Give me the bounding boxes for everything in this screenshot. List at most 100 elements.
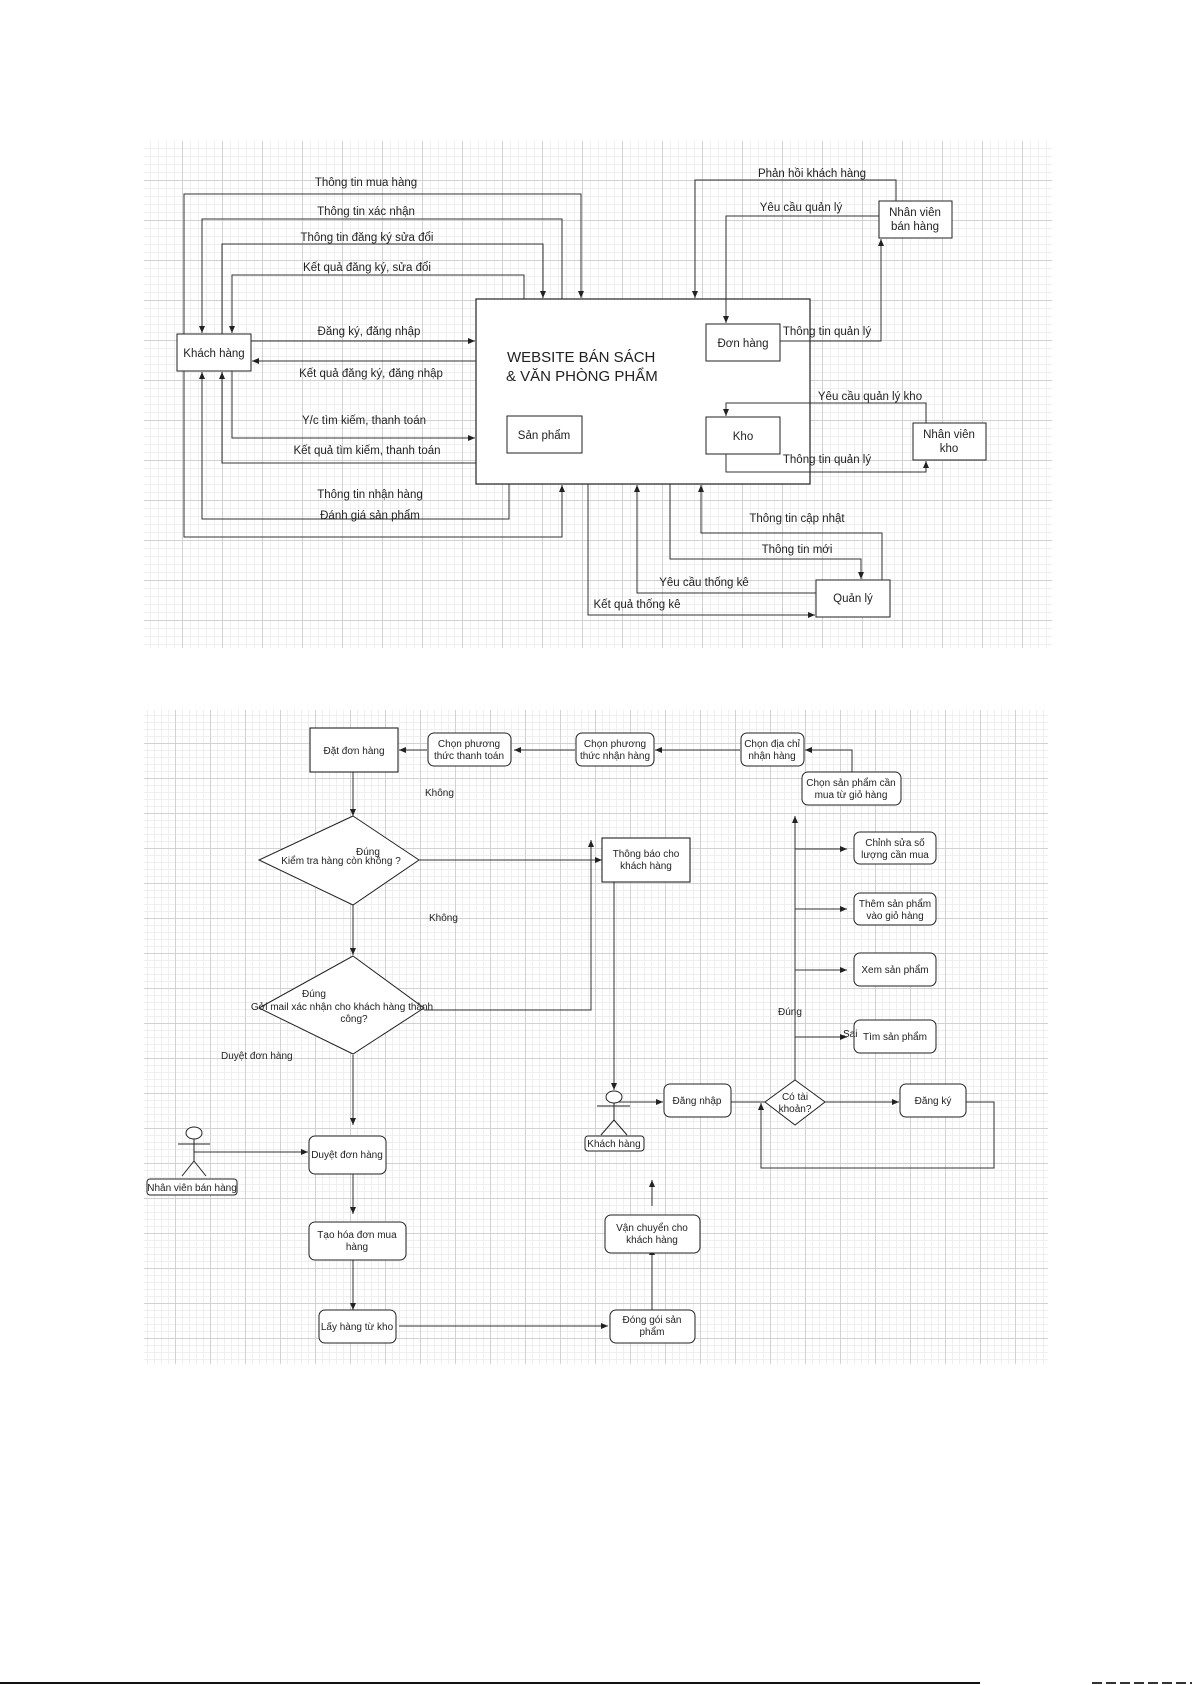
flow-label-statistics-request: Yêu cầu thống kê	[659, 577, 749, 589]
flow-label-delivery-info: Thông tin nhận hàng	[317, 489, 423, 501]
external-sales-staff-line1: Nhân viên	[889, 207, 941, 219]
edge-label-mail-no: Không	[429, 913, 458, 924]
node-add-to-cart-line2: vào giỏ hàng	[866, 910, 923, 922]
node-choose-cart-products-line1: Chọn sản phẩm cần	[806, 777, 896, 789]
node-choose-delivery-line2: thức nhận hàng	[580, 751, 650, 762]
flow-label-new-info: Thông tin mới	[762, 544, 833, 556]
external-sales-staff-line2: bán hàng	[891, 221, 939, 233]
actor-sales-staff-head-icon	[185, 1126, 203, 1140]
flow-search-payment-request	[231, 371, 475, 441]
decision-send-mail-line1: Gởi mail xác nhận cho khách hàng thành	[251, 1001, 433, 1013]
flow-new-info	[669, 484, 864, 579]
edge-cart-to-address	[805, 747, 853, 775]
node-edit-quantity-line1: Chỉnh sửa số	[865, 837, 925, 849]
external-warehouse-staff-line2: kho	[940, 443, 959, 455]
node-approve-order-label: Duyệt đơn hàng	[311, 1150, 383, 1161]
node-get-from-warehouse-label: Lấy hàng từ kho	[321, 1321, 394, 1333]
actor-customer-head-icon	[605, 1090, 623, 1104]
node-create-invoice: Tạo hóa đơn mua hàng	[308, 1221, 407, 1261]
node-choose-delivery: Chọn phương thức nhận hàng	[575, 732, 655, 767]
system-title-line2: & VĂN PHÒNG PHẨM	[506, 367, 658, 385]
node-package-products-line1: Đóng gói sản	[623, 1315, 682, 1326]
flow-management-info-warehouse	[725, 454, 929, 473]
entity-warehouse: Kho	[705, 416, 781, 455]
external-manager-label: Quản lý	[833, 593, 873, 605]
edge-mail-no	[424, 840, 594, 1011]
flow-search-payment-result	[219, 372, 476, 464]
node-search-product-label: Tìm sản phẩm	[863, 1031, 927, 1043]
node-login: Đăng nhập	[663, 1083, 732, 1118]
flow-customer-feedback	[692, 179, 897, 298]
flow-label-purchase-info: Thông tin mua hàng	[315, 177, 417, 189]
entity-orders-label: Đơn hàng	[717, 338, 768, 350]
flow-label-warehouse-management-request: Yêu cầu quản lý kho	[818, 391, 922, 403]
flow-label-management-info-sales: Thông tin quản lý	[783, 326, 871, 338]
flow-label-product-review: Đánh giá sản phẩm	[320, 510, 420, 522]
node-register-label: Đăng ký	[915, 1096, 952, 1107]
node-create-invoice-line2: hàng	[346, 1242, 368, 1253]
flow-label-statistics-result: Kết quả thống kê	[594, 599, 681, 611]
flow-label-register-login-result: Kết quả đăng ký, đăng nhập	[299, 368, 443, 380]
flow-label-update-info: Thông tin cập nhật	[749, 513, 845, 525]
flow-register-edit-result	[229, 274, 525, 333]
node-choose-delivery-line1: Chọn phương	[584, 739, 646, 750]
edge-label-account-yes: Đúng	[778, 1007, 802, 1018]
node-choose-address-line1: Chọn địa chỉ	[744, 738, 800, 750]
external-customer-label: Khách hàng	[183, 348, 244, 360]
edge-label-mail-yes: Đúng	[302, 989, 326, 1000]
node-choose-payment: Chọn phương thức thanh toán	[427, 732, 512, 767]
flow-label-register-edit-result: Kết quả đăng ký, sửa đổi	[303, 262, 431, 274]
node-view-product-label: Xem sản phẩm	[861, 964, 928, 976]
node-ship-to-customer-line2: khách hàng	[626, 1235, 678, 1246]
flow-label-register-edit-info: Thông tin đăng ký sửa đổi	[300, 232, 433, 244]
edge-register-loop	[758, 1101, 995, 1169]
node-login-label: Đăng nhập	[673, 1096, 722, 1107]
flow-delivery-info	[199, 372, 510, 520]
node-create-invoice-line1: Tạo hóa đơn mua	[317, 1230, 397, 1241]
actor-customer	[584, 1090, 645, 1152]
flow-label-search-payment-request: Y/c tìm kiếm, thanh toán	[302, 415, 426, 427]
node-edit-quantity: Chỉnh sửa số lượng cần mua	[853, 831, 937, 865]
node-choose-address-line2: nhận hàng	[748, 751, 795, 762]
external-manager: Quản lý	[815, 579, 891, 618]
system-title-line1: WEBSITE BÁN SÁCH	[507, 349, 655, 366]
flow-update-info	[698, 485, 883, 580]
decision-has-account-line1: Có tài	[782, 1092, 808, 1103]
flow-label-management-info-warehouse: Thông tin quản lý	[783, 454, 871, 466]
decision-send-mail: Gởi mail xác nhận cho khách hàng thành c…	[251, 955, 433, 1055]
node-choose-cart-products-line2: mua từ giỏ hàng	[815, 789, 888, 801]
edge-label-approve: Duyệt đơn hàng	[221, 1051, 293, 1062]
node-choose-payment-line1: Chọn phương	[438, 739, 500, 750]
flow-warehouse-management-request	[723, 402, 927, 423]
external-sales-staff: Nhân viên bán hàng	[878, 200, 953, 239]
edge-label-stock-no: Không	[425, 788, 454, 799]
flow-label-confirmation-info: Thông tin xác nhận	[317, 206, 415, 218]
flow-product-review	[183, 371, 565, 538]
node-notify-customer-line2: khách hàng	[620, 861, 672, 872]
flow-statistics-result	[587, 484, 815, 618]
flow-management-info-sales	[780, 239, 884, 342]
actor-sales-staff-label: Nhân viên bán hàng	[147, 1183, 237, 1194]
order-flowchart: Đặt đơn hàng Chọn phương thức thanh toán…	[144, 710, 1048, 1364]
actor-sales-staff	[146, 1126, 238, 1196]
entity-products: Sản phẩm	[506, 415, 583, 454]
node-ship-to-customer-line1: Vận chuyển cho	[616, 1222, 688, 1234]
external-warehouse-staff-line1: Nhân viên	[923, 429, 975, 441]
flow-label-search-payment-result: Kết quả tìm kiếm, thanh toán	[293, 445, 440, 457]
node-place-order-label: Đặt đơn hàng	[323, 746, 384, 757]
flow-label-management-request: Yêu cầu quản lý	[760, 202, 843, 214]
node-choose-address: Chọn địa chỉ nhận hàng	[740, 732, 805, 767]
decision-has-account-line2: khoản?	[779, 1104, 812, 1115]
actor-customer-label: Khách hàng	[587, 1139, 640, 1150]
node-add-to-cart: Thêm sản phẩm vào giỏ hàng	[853, 892, 937, 926]
node-package-products: Đóng gói sản phẩm	[609, 1309, 696, 1344]
flow-label-customer-feedback: Phản hồi khách hàng	[758, 168, 866, 180]
node-view-product: Xem sản phẩm	[853, 952, 937, 987]
node-package-products-line2: phẩm	[639, 1326, 664, 1338]
flow-purchase-info	[183, 193, 584, 334]
flow-label-register-login: Đăng ký, đăng nhập	[318, 326, 421, 338]
decision-check-stock-label: Kiểm tra hàng còn không ?	[281, 855, 401, 867]
context-diagram-canvas: WEBSITE BÁN SÁCH & VĂN PHÒNG PHẨM Sản ph…	[176, 168, 987, 618]
node-ship-to-customer: Vận chuyển cho khách hàng	[604, 1214, 701, 1254]
node-place-order: Đặt đơn hàng	[309, 727, 399, 773]
